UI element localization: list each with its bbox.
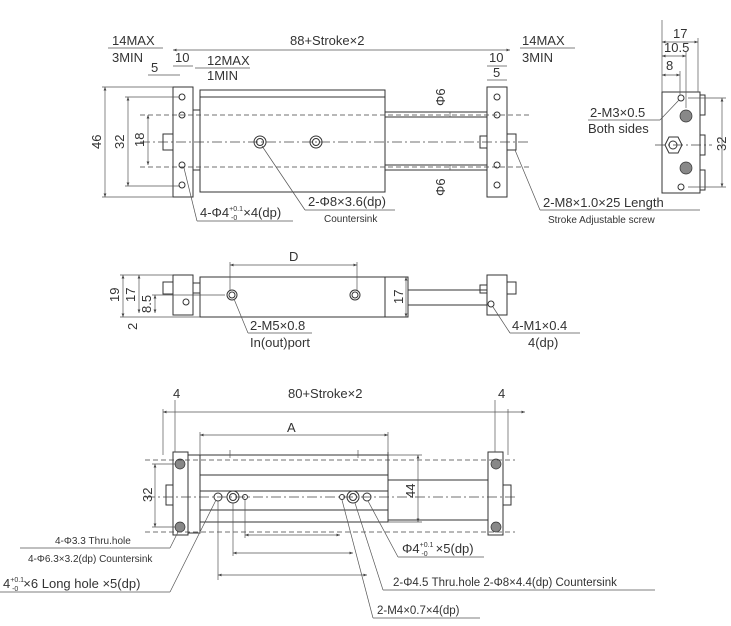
tap-label: 2-M3×0.5: [590, 105, 645, 120]
tap-label: 2-M4×0.7×4(dp): [377, 605, 460, 617]
dim-left-plate: 4: [173, 386, 180, 401]
dim-offset-2: 2: [125, 323, 140, 330]
dim-height-19: 19: [107, 288, 122, 302]
countersink-note: Countersink: [324, 214, 378, 225]
dim-right-max: 14MAX: [522, 33, 565, 48]
dim-overall-length: 88+Stroke×2: [290, 33, 364, 48]
tap-note: Both sides: [588, 121, 649, 136]
dim-left-min: 3MIN: [112, 50, 143, 65]
dim-width-8: 8: [666, 58, 673, 73]
dim-port-pitch: D: [289, 249, 298, 264]
thru-hole-label: 4-Φ3.3 Thru.hole: [55, 536, 131, 547]
plate-hole-label: 4-Φ4+0.1-0×4(dp): [200, 205, 281, 222]
guide-rod-top: [384, 111, 488, 118]
bottom-view: 4 80+Stroke×2 4 A 32 44 4-Φ3.3 Thru.hole…: [0, 386, 655, 619]
dim-height-17: 17: [123, 288, 138, 302]
dim-height-44: 44: [403, 484, 418, 498]
screw-label: 2-M8×1.0×25 Length: [543, 195, 664, 210]
pin-hole-label: Φ4+0.1-0×5(dp): [402, 541, 474, 558]
dim-height-8-5: 8.5: [139, 295, 154, 313]
port-label: 2-M5×0.8: [250, 318, 305, 333]
dim-height-32: 32: [112, 135, 127, 149]
dim-height-18: 18: [132, 133, 147, 147]
countersink-label: 2-Φ8×3.6(dp): [308, 194, 386, 209]
long-hole-label: 4+0.1-0×6 Long hole ×5(dp): [3, 576, 140, 593]
dim-width-17: 17: [673, 26, 687, 41]
dim-pitch-a: A: [287, 420, 296, 435]
port-note: In(out)port: [250, 335, 310, 350]
guide-rod-bottom: [384, 164, 488, 171]
top-view: 88+Stroke×2 14MAX 3MIN 10 12MAX 1MIN 5 4…: [89, 33, 700, 226]
dim-left-plate-width: 10: [175, 50, 189, 65]
tap-label: 4-M1×0.4: [512, 318, 567, 333]
dim-right-plate-width: 10: [489, 50, 503, 65]
tap-note: 4(dp): [528, 335, 558, 350]
dim-inner-max: 12MAX: [207, 53, 250, 68]
middle-view: D 19 17 8.5 2 17 2-M5×0.8 In(out)port 4-…: [107, 249, 580, 350]
dim-right-offset: 5: [493, 65, 500, 80]
dim-left-offset: 5: [151, 60, 158, 75]
dim-right-min: 3MIN: [522, 50, 553, 65]
dim-right-height-17: 17: [391, 290, 406, 304]
dim-rod-dia-bottom: Φ6: [433, 178, 448, 196]
dim-width-10-5: 10.5: [664, 40, 689, 55]
dim-overall-length: 80+Stroke×2: [288, 386, 362, 401]
dim-height-46: 46: [89, 135, 104, 149]
dim-right-plate: 4: [498, 386, 505, 401]
dim-inner-min: 1MIN: [207, 68, 238, 83]
side-view: 17 10.5 8 32 2-M3×0.5 Both sides: [588, 20, 729, 194]
dim-rod-dia-top: Φ6: [433, 88, 448, 106]
screw-note: Stroke Adjustable screw: [548, 215, 655, 226]
thru-countersink-label: 2-Φ4.5 Thru.hole 2-Φ8×4.4(dp) Countersin…: [393, 577, 617, 589]
cylinder-body: [199, 89, 386, 193]
left-guide-block: [192, 109, 201, 171]
dim-height-32: 32: [140, 488, 155, 502]
dim-left-max: 14MAX: [112, 33, 155, 48]
countersink-label: 4-Φ6.3×3.2(dp) Countersink: [28, 554, 153, 565]
dim-height-32: 32: [714, 137, 729, 151]
